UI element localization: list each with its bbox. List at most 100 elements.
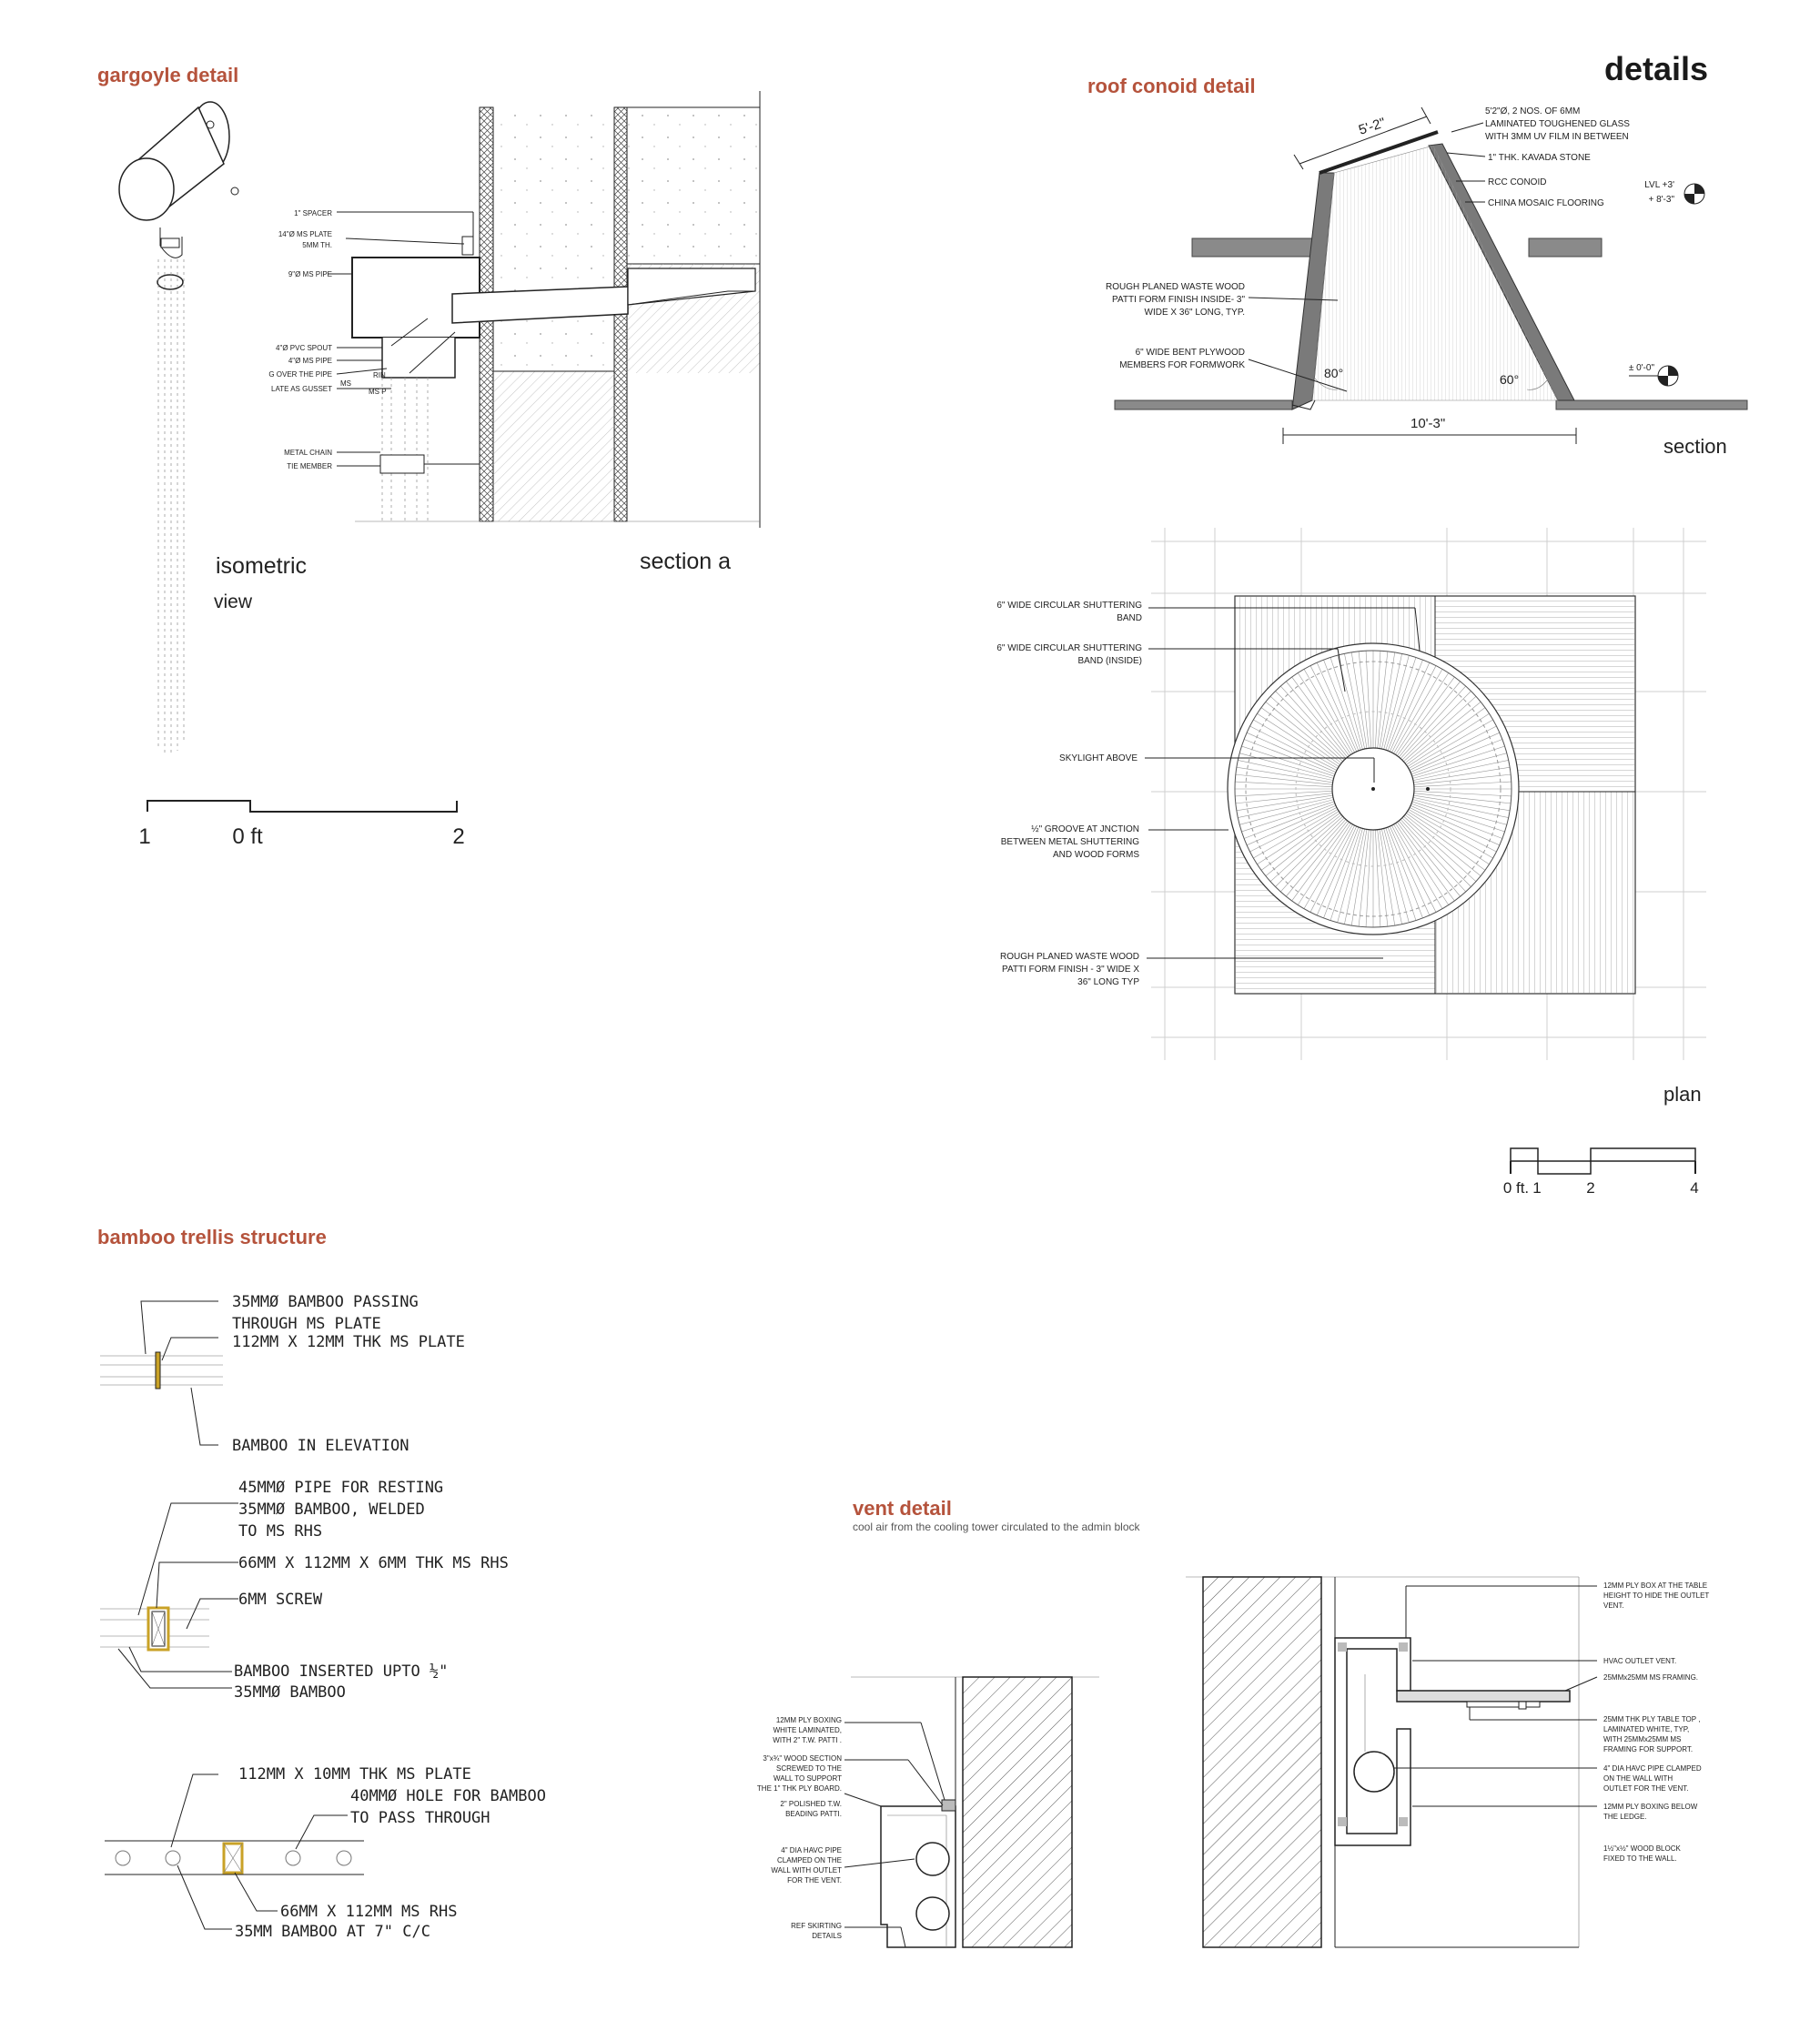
gargoyle-label: 1" SPACER: [294, 209, 332, 217]
radial-line: [1260, 707, 1340, 765]
level-marker-ground: [1657, 365, 1679, 387]
radial-line: [1377, 651, 1389, 749]
radial-line: [1391, 665, 1437, 753]
vent-label: HEIGHT TO HIDE THE OUTLET: [1603, 1592, 1709, 1600]
bamboo-label: 35MMØ BAMBOO PASSING: [232, 1293, 419, 1311]
radial-line: [1407, 811, 1490, 865]
radial-line: [1257, 811, 1340, 865]
radial-line: [1239, 799, 1334, 825]
vent-label: FIXED TO THE WALL.: [1603, 1854, 1677, 1863]
radial-line: [1393, 669, 1443, 754]
radial-line: [1403, 696, 1477, 763]
radial-line: [1303, 669, 1353, 754]
radial-line: [1399, 681, 1461, 758]
radial-line: [1247, 805, 1337, 846]
radial-line: [1303, 824, 1353, 909]
vent-label: 4" DIA HAVC PIPE CLAMPED: [1603, 1764, 1702, 1773]
radial-line: [1323, 659, 1360, 752]
scale-tick: 0 ft: [232, 824, 263, 849]
gargoyle-section: 1" SPACER 14"Ø MS PLATE 5MM TH. 9"Ø MS P…: [268, 91, 761, 528]
radial-line: [1235, 793, 1333, 804]
gargoyle-label: G OVER THE PIPE: [268, 370, 332, 379]
vent-label: FOR THE VENT.: [787, 1876, 842, 1885]
vent-label: 2" POLISHED T.W.: [780, 1800, 842, 1808]
plan-label: 36" LONG TYP: [1077, 977, 1139, 987]
gargoyle-label: METAL CHAIN: [284, 449, 332, 457]
radial-line: [1297, 823, 1351, 905]
vent-label: WITH 25MMx25MM MS: [1603, 1735, 1681, 1743]
radial-line: [1410, 803, 1503, 839]
plan-label: ROUGH PLANED WASTE WOOD: [1000, 952, 1139, 962]
plan-label: ½" GROOVE AT JNCTION: [1031, 824, 1139, 834]
radial-line: [1413, 773, 1512, 785]
radial-line: [1387, 826, 1423, 919]
radial-line: [1383, 655, 1410, 750]
radial-line: [1413, 781, 1512, 787]
page-title: details: [1604, 50, 1709, 87]
angle-right: 60°: [1500, 372, 1519, 387]
gargoyle-title: gargoyle detail: [97, 64, 239, 86]
radial-line: [1410, 739, 1503, 775]
radial-line: [1265, 814, 1342, 876]
plan-label: plan: [1663, 1083, 1702, 1106]
radial-line: [1397, 822, 1455, 902]
radial-line: [1253, 719, 1339, 769]
radial-line: [1337, 828, 1363, 923]
radial-line: [1243, 739, 1336, 775]
scale-tick: 1: [1532, 1179, 1541, 1197]
radial-line: [1236, 766, 1333, 783]
vent-label: 3"x¾" WOOD SECTION: [763, 1754, 842, 1763]
radial-line: [1375, 829, 1381, 927]
gargoyle-label: MS: [340, 379, 351, 388]
vent-label: 25MMx25MM MS FRAMING.: [1603, 1673, 1698, 1682]
plan-label: BAND (INSIDE): [1077, 656, 1142, 666]
radial-line: [1401, 817, 1471, 887]
radial-line: [1385, 827, 1417, 921]
gargoyle-isometric: [118, 101, 239, 755]
radial-line: [1379, 652, 1396, 749]
radial-line: [1395, 672, 1450, 755]
radial-line: [1235, 781, 1333, 787]
radial-line: [1385, 657, 1417, 751]
gargoyle-label: 4"Ø PVC SPOUT: [276, 344, 332, 352]
radial-line: [1377, 829, 1389, 927]
radial-line: [1406, 707, 1486, 765]
vent-label: SCREWED TO THE: [776, 1764, 842, 1773]
radial-line: [1381, 828, 1402, 925]
vent-label: FRAMING FOR SUPPORT.: [1603, 1745, 1693, 1753]
radial-line: [1395, 823, 1450, 905]
vent-label: WHITE LAMINATED,: [774, 1726, 842, 1734]
conoid-label: PATTI FORM FINISH INSIDE- 3": [1112, 295, 1245, 305]
radial-line: [1406, 813, 1486, 871]
radial-line: [1411, 801, 1505, 833]
radial-line: [1412, 760, 1509, 781]
vent-label: ON THE WALL WITH: [1603, 1774, 1673, 1783]
radial-line: [1239, 753, 1334, 779]
radial-line: [1365, 651, 1371, 749]
radial-line: [1413, 766, 1511, 783]
vent-label: HVAC OUTLET VENT.: [1603, 1657, 1676, 1665]
bamboo-detail-2: [100, 1502, 238, 1689]
radial-line: [1330, 657, 1361, 751]
level-label: LVL +3': [1644, 180, 1674, 190]
radial-line: [1236, 794, 1333, 812]
view-label: view: [214, 591, 253, 612]
radial-line: [1400, 819, 1466, 893]
radial-line: [1309, 824, 1355, 913]
vent-label: REF SKIRTING: [791, 1922, 842, 1930]
vent-label: WITH 2" T.W. PATTI .: [773, 1736, 842, 1744]
radial-line: [1344, 828, 1365, 925]
conoid-title: roof conoid detail: [1087, 75, 1256, 97]
radial-line: [1383, 828, 1410, 923]
radial-line: [1269, 696, 1343, 763]
radial-line: [1407, 712, 1490, 767]
vent-label: THE 1" THK PLY BOARD.: [757, 1784, 842, 1793]
vent-label: THE LEDGE.: [1603, 1813, 1647, 1821]
radial-line: [1286, 820, 1348, 897]
radial-line: [1409, 807, 1497, 853]
bamboo-label: 6MM SCREW: [238, 1591, 323, 1609]
bamboo-label: 35MMØ BAMBOO: [234, 1683, 346, 1702]
radial-line: [1238, 760, 1334, 781]
vent-label: CLAMPED ON THE: [777, 1856, 842, 1864]
section-a-label: section a: [640, 549, 732, 574]
